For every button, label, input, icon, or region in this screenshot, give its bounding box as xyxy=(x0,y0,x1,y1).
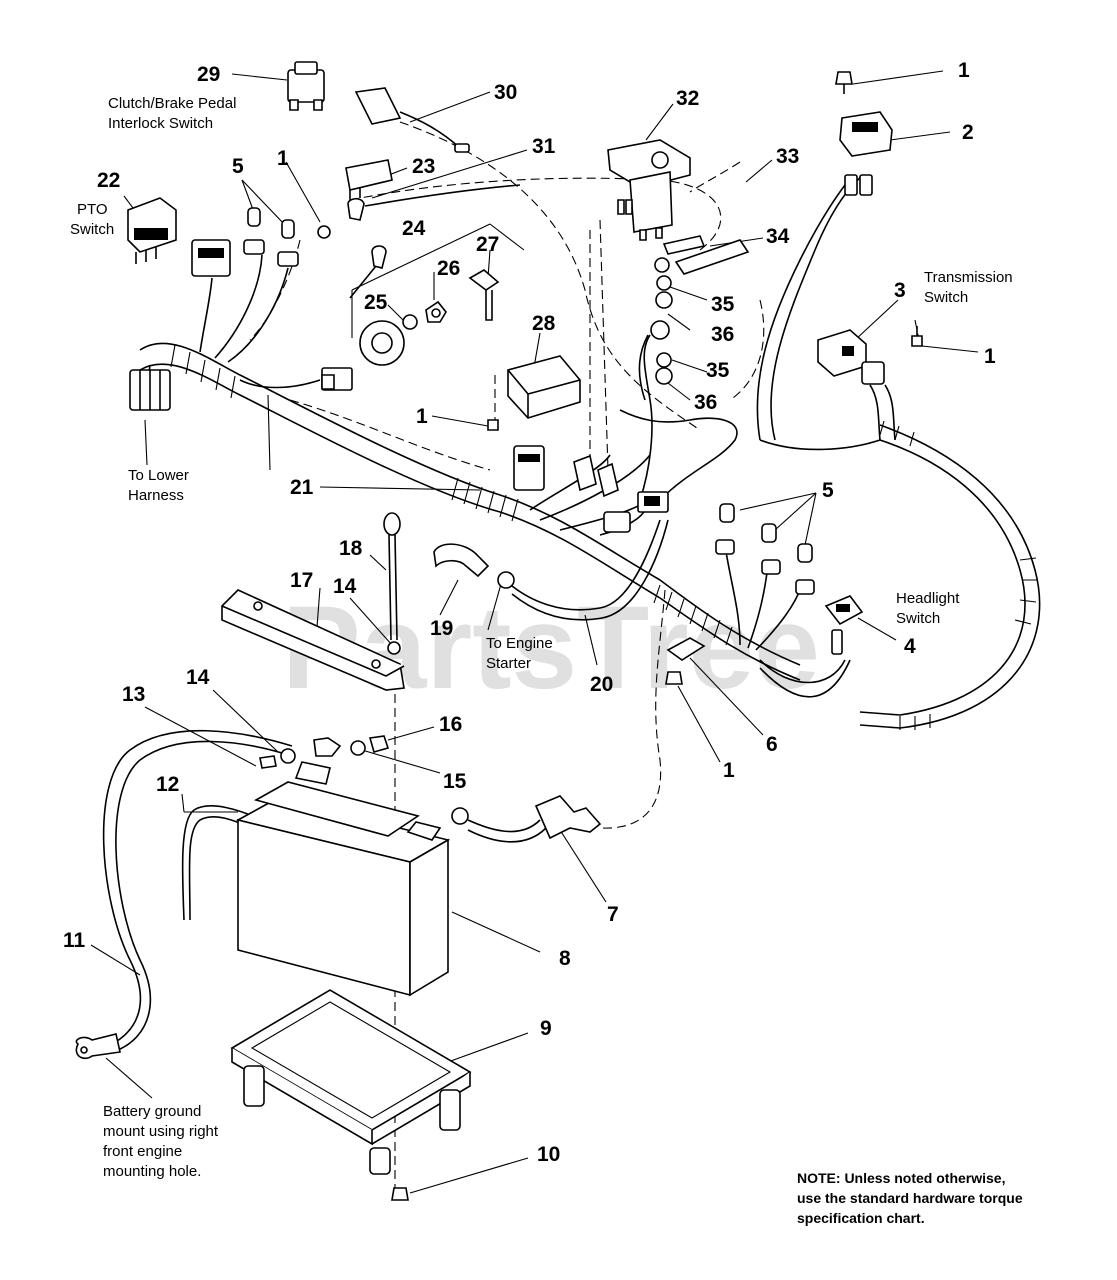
note-line-2: use the standard hardware torque xyxy=(797,1190,1023,1206)
callout-30: 30 xyxy=(494,81,518,104)
terminal-parts-34-36 xyxy=(639,236,748,400)
label-pto-line2: Switch xyxy=(70,221,115,238)
label-engine-starter-line1: To Engine xyxy=(486,635,553,652)
callout-9: 9 xyxy=(540,1017,552,1040)
callout-8: 8 xyxy=(559,947,571,970)
note-line-3: specification chart. xyxy=(797,1210,925,1226)
headlight-switch-part xyxy=(826,596,862,654)
callout-16: 16 xyxy=(439,713,463,736)
label-headlight-line2: Switch xyxy=(896,610,941,627)
label-clutch-brake-line2: Interlock Switch xyxy=(108,115,214,132)
callout-24: 24 xyxy=(402,217,426,240)
callout-26: 26 xyxy=(437,257,461,280)
callout-32: 32 xyxy=(676,87,700,110)
callout-14-a: 14 xyxy=(333,575,357,598)
callout-35-b: 35 xyxy=(706,359,730,382)
callout-2: 2 xyxy=(962,121,974,144)
label-battery-ground-line3: front engine xyxy=(103,1143,183,1160)
label-pto-line1: PTO xyxy=(77,201,108,218)
callout-3: 3 xyxy=(894,279,906,302)
callout-4: 4 xyxy=(904,635,916,658)
callout-7: 7 xyxy=(607,903,619,926)
callout-19: 19 xyxy=(430,617,454,640)
callout-36-a: 36 xyxy=(711,323,735,346)
label-transmission-line2: Switch xyxy=(924,289,969,306)
transmission-switch-part xyxy=(818,326,922,384)
battery-part xyxy=(238,762,448,995)
label-clutch-brake-line1: Clutch/Brake Pedal xyxy=(108,95,237,112)
callout-10: 10 xyxy=(537,1143,561,1166)
interlock-switch-part xyxy=(288,62,324,110)
callout-34: 34 xyxy=(766,225,790,248)
label-battery-ground-line4: mounting hole. xyxy=(103,1163,202,1180)
battery-tray-part xyxy=(232,990,470,1200)
callout-29: 29 xyxy=(197,63,221,86)
callout-14-b: 14 xyxy=(186,666,210,689)
callout-1-a: 1 xyxy=(277,147,289,170)
label-lower-harness-line1: To Lower xyxy=(128,467,189,484)
callout-5-top: 5 xyxy=(232,155,244,178)
watermark: PartsTree xyxy=(282,582,820,714)
callout-20: 20 xyxy=(590,673,614,696)
ignition-parts xyxy=(350,246,498,365)
callout-13: 13 xyxy=(122,683,146,706)
callout-28: 28 xyxy=(532,312,556,335)
part-23-and-31 xyxy=(318,160,520,238)
callout-1-low: 1 xyxy=(723,759,735,782)
callout-31: 31 xyxy=(532,135,556,158)
callout-36-b: 36 xyxy=(694,391,718,414)
module-part-28 xyxy=(488,356,580,430)
upper-harness xyxy=(140,175,1040,730)
lower-harness-connector xyxy=(130,368,352,410)
label-battery-ground-line2: mount using right xyxy=(103,1123,219,1140)
hold-down-rod-and-bracket xyxy=(222,513,404,690)
callout-22: 22 xyxy=(97,169,121,192)
callout-6: 6 xyxy=(766,733,778,756)
callout-17: 17 xyxy=(290,569,314,592)
callout-12: 12 xyxy=(156,773,180,796)
connectors-5-mid xyxy=(716,504,814,594)
callout-5-mid: 5 xyxy=(822,479,834,502)
callout-15: 15 xyxy=(443,770,467,793)
pto-switch-part xyxy=(128,198,176,264)
callout-11: 11 xyxy=(63,929,86,952)
torque-note: NOTE: Unless noted otherwise, use the st… xyxy=(797,1168,1023,1228)
callout-23: 23 xyxy=(412,155,436,178)
label-transmission-line1: Transmission xyxy=(924,269,1013,286)
part-30 xyxy=(356,88,469,152)
callout-35-a: 35 xyxy=(711,293,735,316)
battery-cables xyxy=(76,731,600,1059)
center-connectors xyxy=(514,446,668,532)
solenoid-part xyxy=(608,140,690,240)
connectors-5-top xyxy=(192,208,298,276)
label-battery-ground-line1: Battery ground xyxy=(103,1103,202,1120)
label-engine-starter-line2: Starter xyxy=(486,655,532,672)
label-lower-harness-line2: Harness xyxy=(128,487,184,504)
callout-1-top: 1 xyxy=(958,59,970,82)
callout-18: 18 xyxy=(339,537,363,560)
callout-21: 21 xyxy=(290,476,314,499)
note-line-1: NOTE: Unless noted otherwise, xyxy=(797,1170,1006,1186)
starter-cable-20 xyxy=(434,520,668,620)
part-1-and-2 xyxy=(836,72,892,195)
callout-1-mid: 1 xyxy=(416,405,428,428)
label-headlight-line1: Headlight xyxy=(896,590,960,607)
callout-25: 25 xyxy=(364,291,388,314)
part-6-and-1 xyxy=(666,638,704,684)
callout-27: 27 xyxy=(476,233,500,256)
callout-33: 33 xyxy=(776,145,800,168)
callout-1-right: 1 xyxy=(984,345,996,368)
